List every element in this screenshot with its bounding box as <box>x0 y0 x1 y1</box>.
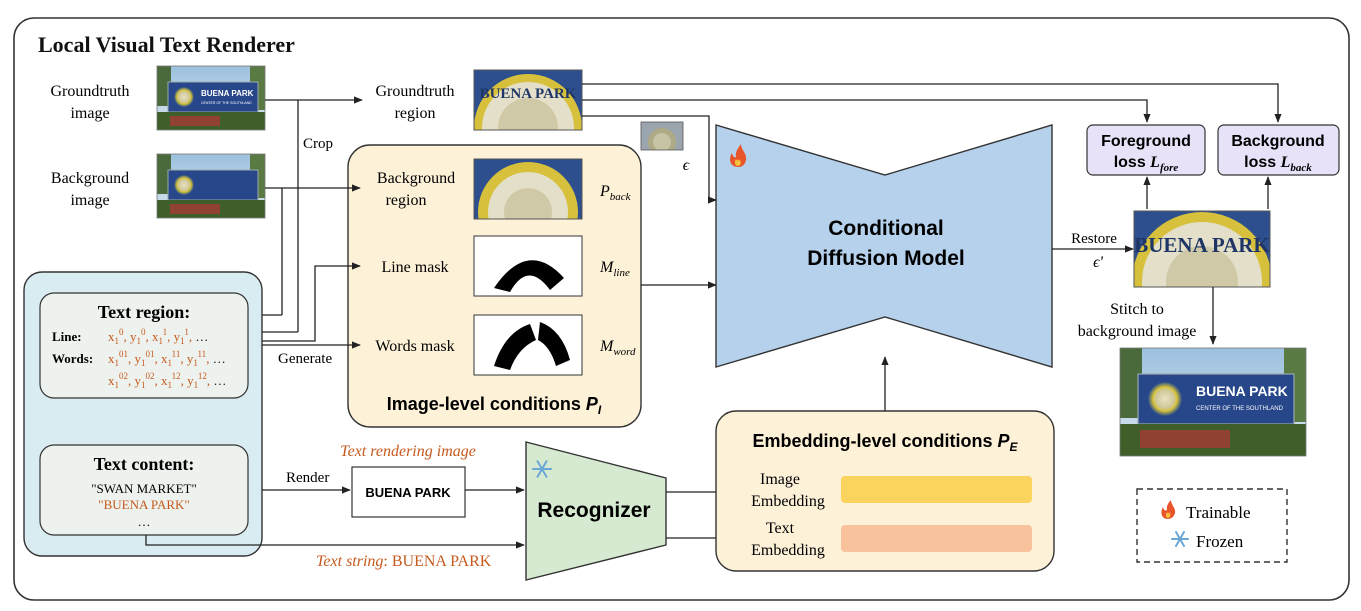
image-embedding-bar <box>841 476 1032 503</box>
diffusion-model-label-1: Conditional <box>828 217 943 240</box>
text-region-box <box>39 292 249 399</box>
image-embedding-label-2: Embedding <box>751 493 825 510</box>
line-mask-label: Line mask <box>381 259 448 276</box>
text-string-label: Text string: BUENA PARK <box>316 553 492 570</box>
embedding-level-conditions-title: Embedding-level conditions PE <box>752 431 1018 454</box>
diagram-title: Local Visual Text Renderer <box>38 32 295 57</box>
text-content-item-1: "SWAN MARKET" <box>91 481 197 496</box>
diffusion-model-label-2: Diffusion Model <box>807 247 964 270</box>
foreground-loss-label-1: Foreground <box>1101 133 1191 150</box>
text-content-box <box>39 444 249 536</box>
text-region-line-label: Line: <box>52 329 82 344</box>
text-embedding-label-1: Text <box>766 520 795 537</box>
line-mask-shape <box>494 260 564 292</box>
snowflake-icon <box>532 460 552 478</box>
noise-epsilon-image <box>641 122 683 150</box>
arrow-gt-to-background-loss <box>582 83 1282 123</box>
words-mask-word-2 <box>538 322 570 366</box>
stitch-label-1: Stitch to <box>1110 301 1164 318</box>
crop-label: Crop <box>303 136 333 152</box>
generate-label: Generate <box>278 351 332 367</box>
thumb-gt-sign-name: BUENA PARK <box>201 89 254 98</box>
groundtruth-image-label-2: image <box>70 105 109 122</box>
text-content-item-3: … <box>138 514 151 529</box>
text-content-item-2: "BUENA PARK" <box>98 497 189 512</box>
groundtruth-image-thumbnail: BUENA PARK CENTER OF THE SOUTHLAND <box>157 66 265 130</box>
stitch-label-2: background image <box>1078 323 1197 340</box>
render-label: Render <box>286 470 329 486</box>
image-level-conditions-title: Image-level conditions PI <box>387 394 602 417</box>
recognizer-block <box>525 441 667 581</box>
foreground-loss-label-2: loss Lfore <box>1114 154 1179 174</box>
groundtruth-region-label-2: region <box>395 105 436 122</box>
image-embedding-label-1: Image <box>760 471 800 488</box>
groundtruth-region-image: BUENA PARK <box>474 70 582 130</box>
output-sign-name: BUENA PARK <box>1196 383 1288 399</box>
groundtruth-region-label-1: Groundtruth <box>375 83 454 100</box>
rendered-text-image <box>351 466 466 518</box>
text-region-title: Text region: <box>98 302 191 322</box>
text-embedding-label-2: Embedding <box>751 542 825 559</box>
text-region-line-coords: x10, y10, x11, y11, … <box>108 327 208 346</box>
text-embedding-bar <box>841 525 1032 552</box>
background-image-label-1: Background <box>51 170 129 187</box>
words-mask-word-1 <box>494 324 536 370</box>
arrow-generate-line-mask <box>262 262 361 342</box>
groundtruth-image-label-1: Groundtruth <box>50 83 129 100</box>
text-content-title: Text content: <box>94 454 195 474</box>
background-image-label-2: image <box>70 192 109 209</box>
arrow-gt-region-to-diffusion <box>582 115 717 204</box>
restored-region-image: BUENA PARK <box>1134 211 1270 287</box>
m-word-symbol: Mword <box>599 338 636 358</box>
p-back-symbol: Pback <box>599 183 632 203</box>
background-loss-box <box>1217 124 1340 176</box>
epsilon-prime-label: ϵ' <box>1093 254 1103 271</box>
diffusion-model-block <box>715 124 1053 368</box>
rendered-text: BUENA PARK <box>365 485 451 500</box>
words-mask-label: Words mask <box>375 338 454 355</box>
background-region-label-2: region <box>386 192 427 209</box>
m-line-symbol: Mline <box>599 259 630 279</box>
legend-frozen-label: Frozen <box>1196 532 1244 551</box>
background-region-label-1: Background <box>377 170 455 187</box>
thumb-gt-sign-tagline: CENTER OF THE SOUTHLAND <box>201 101 252 105</box>
recognizer-label: Recognizer <box>537 499 650 522</box>
legend-snowflake-icon <box>1171 531 1189 547</box>
fire-icon <box>730 144 747 167</box>
restored-sign-name: BUENA PARK <box>1134 233 1270 257</box>
arrow-gt-to-foreground-loss <box>582 99 1151 123</box>
arrow-text-string <box>145 535 525 549</box>
text-region-words-label: Words: <box>52 351 93 366</box>
legend-fire-icon <box>1161 500 1176 519</box>
background-loss-label-2: loss Lback <box>1244 154 1312 174</box>
epsilon-label: ϵ <box>683 157 690 174</box>
background-region-image <box>474 159 582 219</box>
background-loss-label-1: Background <box>1231 133 1324 150</box>
words-mask-image <box>473 314 583 376</box>
output-sign-tagline: CENTER OF THE SOUTHLAND <box>1196 406 1284 412</box>
restore-label: Restore <box>1071 231 1117 247</box>
background-image-thumbnail <box>157 154 265 218</box>
text-rendering-image-label: Text rendering image <box>340 443 476 460</box>
gt-region-sign-name: BUENA PARK <box>480 86 577 102</box>
legend-trainable-label: Trainable <box>1186 503 1251 522</box>
foreground-loss-box <box>1086 124 1206 176</box>
output-stitched-image: BUENA PARK CENTER OF THE SOUTHLAND <box>1120 348 1306 456</box>
legend-box <box>1136 488 1288 563</box>
